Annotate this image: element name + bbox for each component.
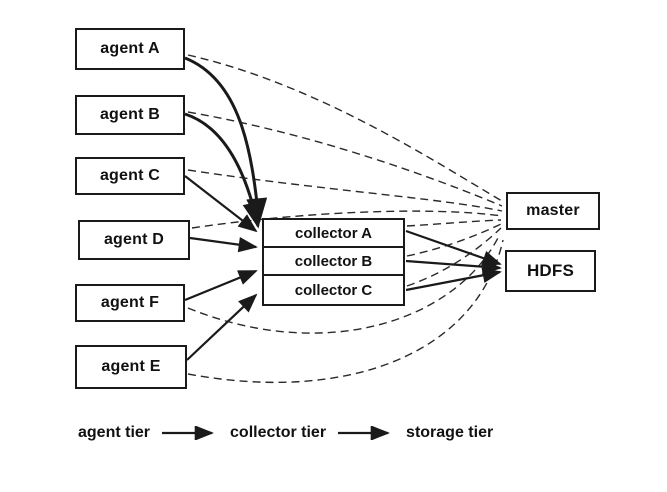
legend-collector-tier-label: collector tier	[230, 424, 327, 441]
node-agent-d: agent D	[78, 220, 190, 260]
collector-stack: collector A collector B collector C	[262, 218, 405, 306]
node-collector-b: collector B	[264, 248, 403, 276]
node-master: master	[506, 192, 600, 230]
node-hdfs: HDFS	[505, 250, 596, 292]
node-agent-c: agent C	[75, 157, 185, 195]
node-agent-a: agent A	[75, 28, 185, 70]
node-agent-b: agent B	[75, 95, 185, 135]
node-agent-f: agent F	[75, 284, 185, 322]
node-collector-a: collector A	[264, 220, 403, 248]
right-arrow-icon	[338, 426, 390, 440]
node-agent-e: agent E	[75, 345, 187, 389]
legend: agent tier collector tier storage tier	[78, 424, 493, 442]
legend-agent-tier-label: agent tier	[78, 424, 151, 441]
legend-storage-tier-label: storage tier	[406, 424, 494, 441]
solid-data-links	[184, 56, 502, 361]
right-arrow-icon	[162, 426, 214, 440]
node-collector-c: collector C	[264, 276, 403, 304]
